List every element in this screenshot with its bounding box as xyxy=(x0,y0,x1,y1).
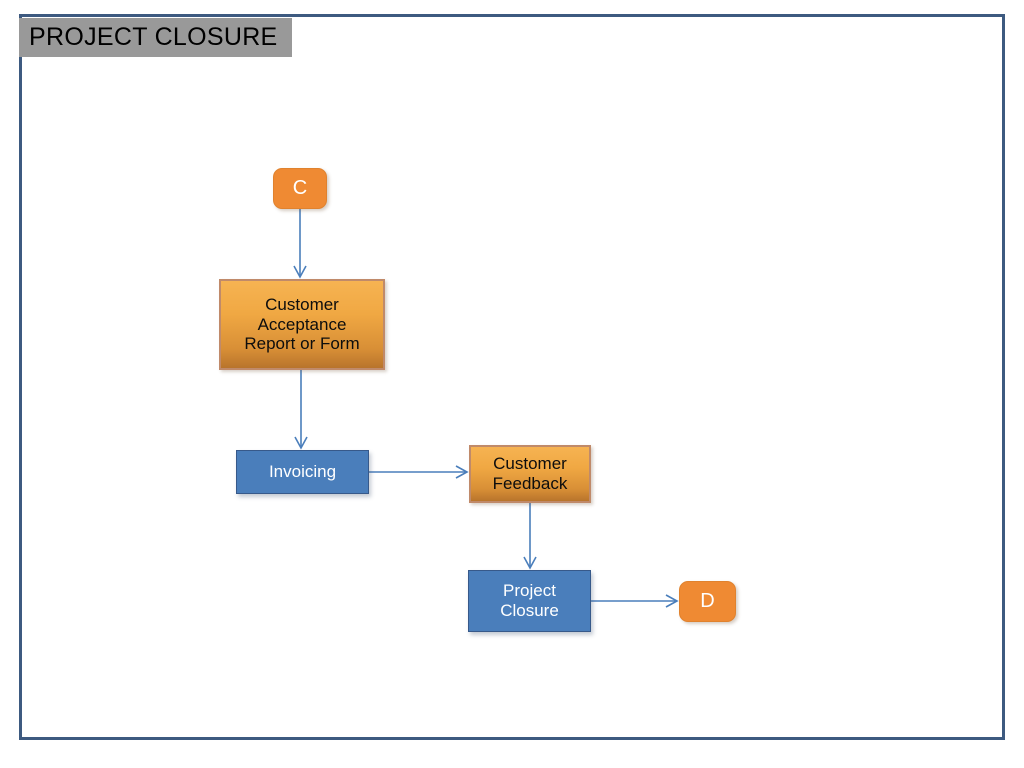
node-d-label: D xyxy=(700,589,715,612)
node-d[interactable]: D xyxy=(679,581,736,622)
connector-invoicing-to-feedback xyxy=(369,465,469,479)
node-invoicing-label: Invoicing xyxy=(268,462,337,482)
page-title: PROJECT CLOSURE xyxy=(29,23,278,51)
node-customer-acceptance-label: Customer Acceptance Report or Form xyxy=(244,294,360,354)
node-project-closure[interactable]: Project Closure xyxy=(468,570,591,632)
node-customer-feedback-label: Customer Feedback xyxy=(492,454,568,493)
diagram-title-banner: PROJECT CLOSURE xyxy=(19,18,292,57)
node-invoicing[interactable]: Invoicing xyxy=(236,450,369,494)
node-customer-acceptance-report-or-form[interactable]: Customer Acceptance Report or Form xyxy=(219,279,385,370)
node-customer-feedback[interactable]: Customer Feedback xyxy=(469,445,591,503)
connector-c-to-acceptance xyxy=(293,209,307,279)
node-c[interactable]: C xyxy=(273,168,327,209)
connector-acceptance-to-invoicing xyxy=(294,370,308,450)
connector-feedback-to-closure xyxy=(523,503,537,570)
connector-closure-to-d xyxy=(591,594,679,608)
node-project-closure-label: Project Closure xyxy=(500,581,559,620)
node-c-label: C xyxy=(292,176,308,199)
